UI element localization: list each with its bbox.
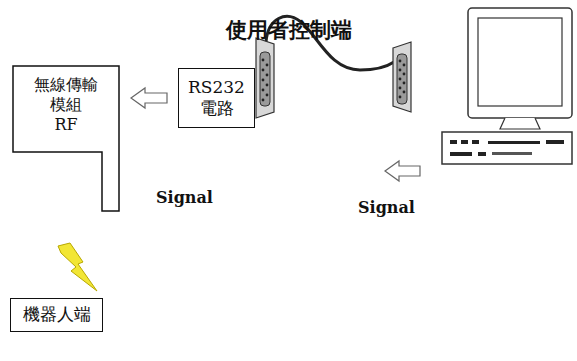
- node-text: 無線傳輸 模組 RF: [12, 75, 120, 135]
- db9-connector: [393, 42, 411, 112]
- db9-shell: [397, 54, 407, 104]
- case-button: [450, 140, 457, 144]
- signal-label: Signal: [358, 198, 415, 217]
- monitor-frame: [468, 8, 572, 118]
- rs232-circuit-box: RS232 電路: [178, 68, 255, 128]
- node-text: 機器人端: [23, 304, 91, 325]
- drive-slot: [488, 141, 540, 144]
- drive-slot: [492, 152, 532, 155]
- db9-connector: [256, 38, 274, 118]
- node-text: RS232 電路: [188, 77, 245, 120]
- computer-case: [442, 132, 572, 164]
- case-button: [546, 140, 564, 144]
- monitor-screen: [478, 18, 562, 106]
- monitor-stand: [500, 118, 540, 129]
- rf-module-box: 無線傳輸 模組 RF: [12, 65, 120, 212]
- wireless-bolt: [58, 243, 97, 291]
- rf-module-outline: [13, 66, 119, 211]
- case-button: [450, 152, 472, 156]
- case-button: [472, 140, 479, 144]
- title: 使用者控制端: [0, 16, 577, 44]
- signal-arrow: [131, 88, 167, 108]
- case-button: [461, 140, 468, 144]
- case-button: [478, 152, 486, 156]
- db9-shell: [260, 52, 270, 106]
- robot-box: 機器人端: [10, 298, 103, 332]
- signal-label: Signal: [156, 188, 213, 207]
- signal-arrow: [385, 161, 420, 181]
